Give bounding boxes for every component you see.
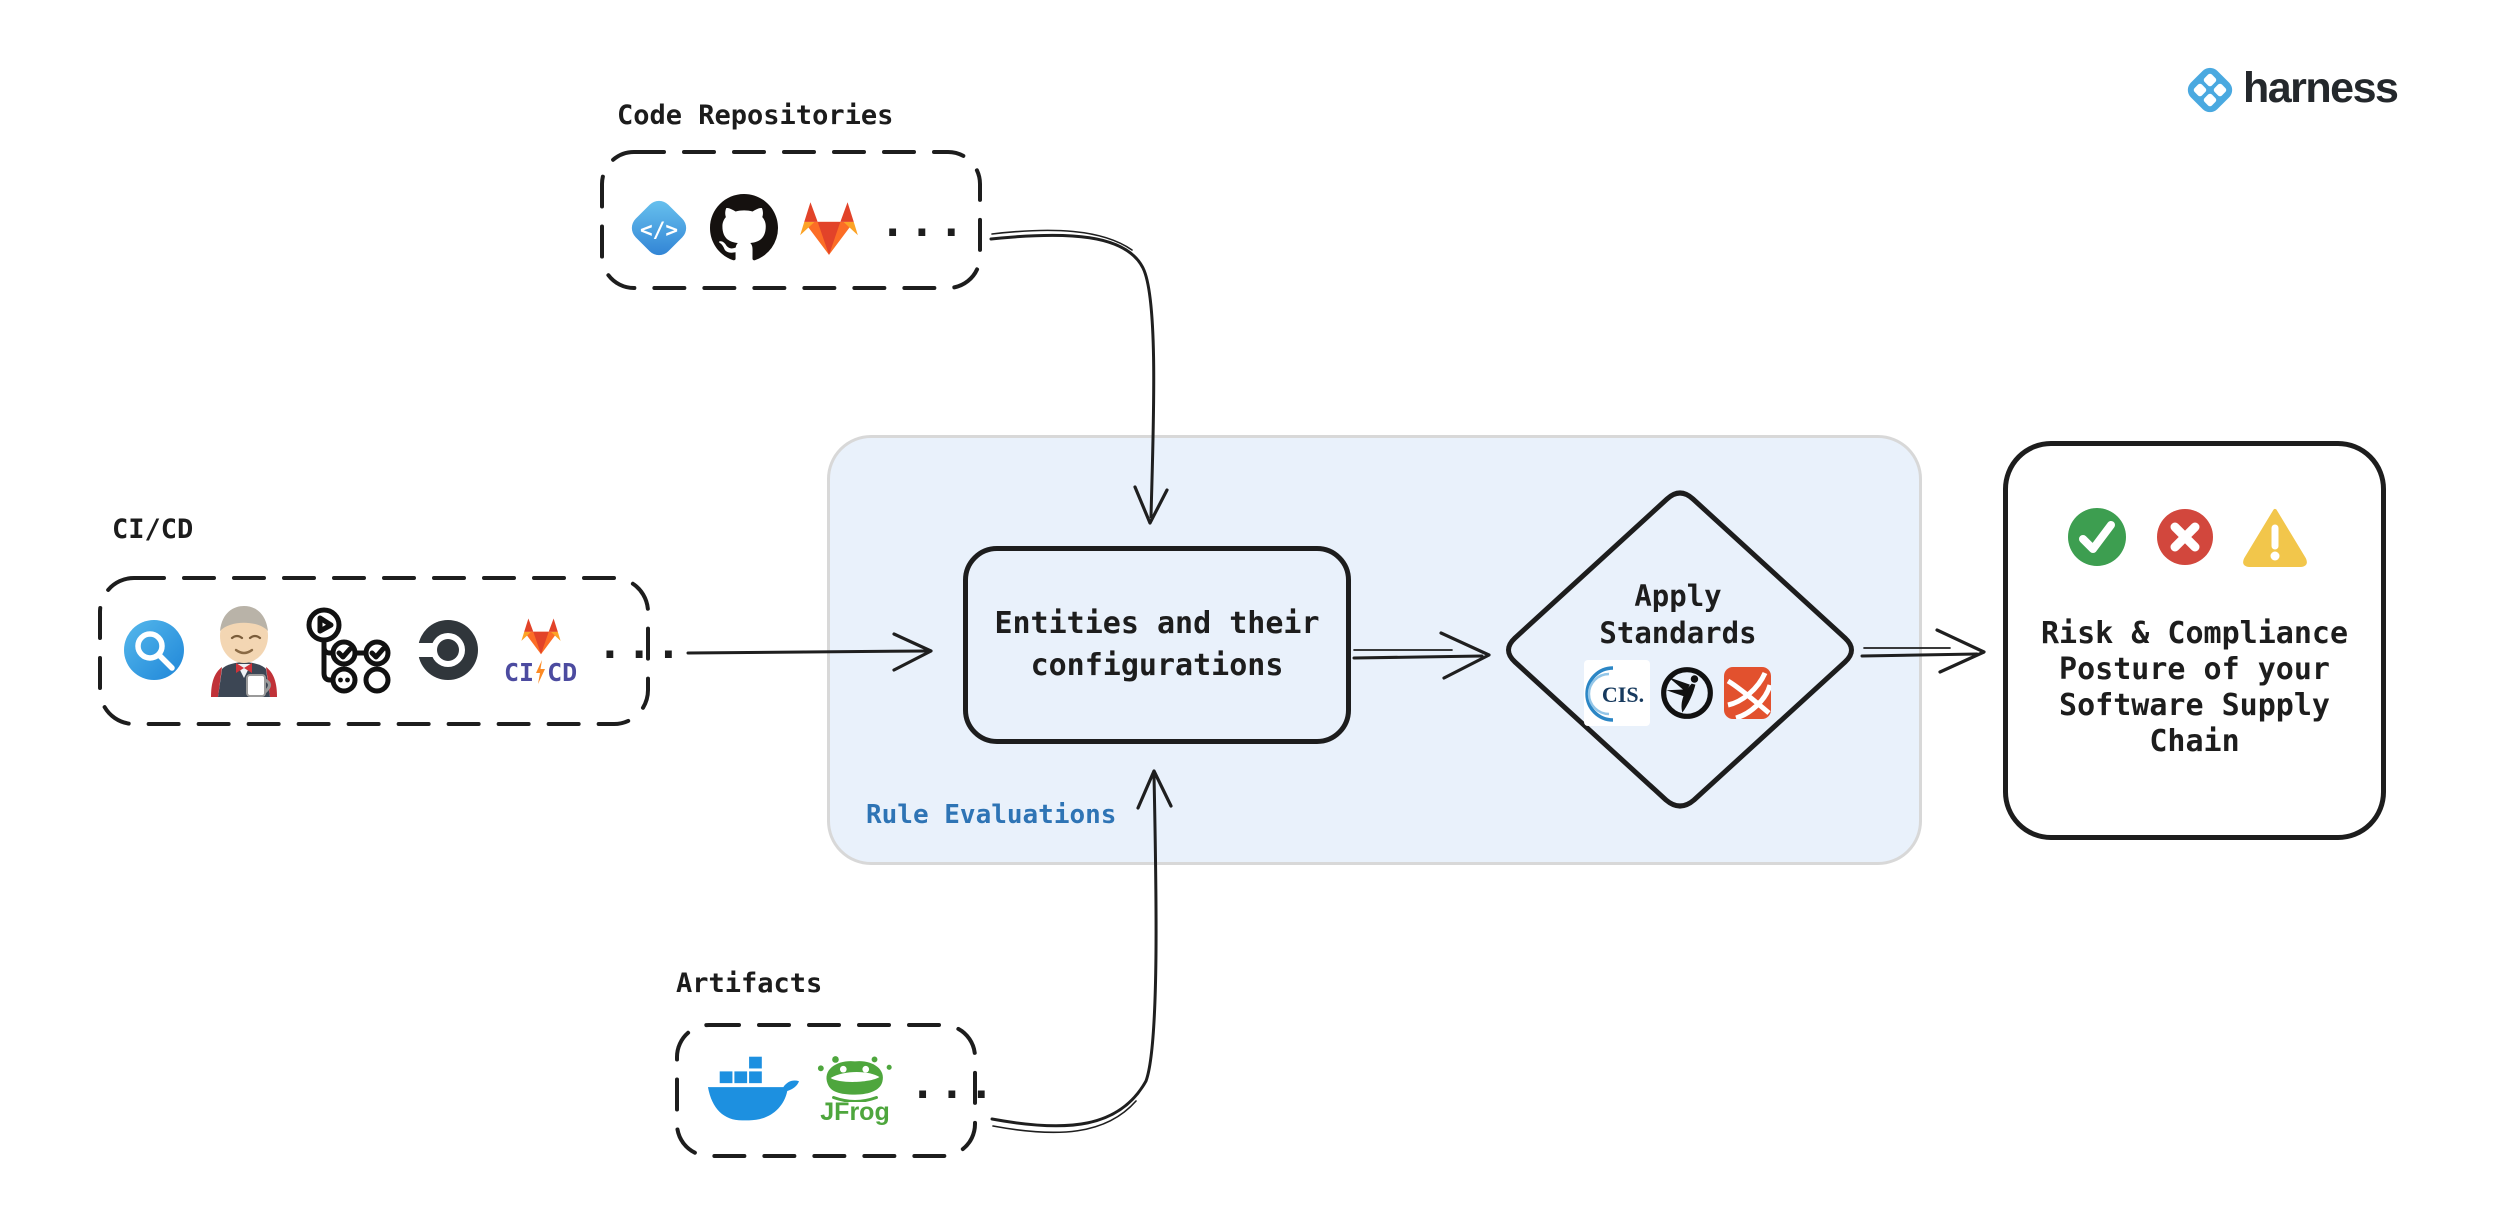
arrow-cicd-to-entities [686,632,933,672]
github-icon [710,194,778,262]
result-icon-row [2066,506,2308,568]
owasp-icon [1659,665,1715,721]
apply-standards-line2: Standards [1599,616,1757,650]
gitlab-cicd-icon: CI CD [504,615,577,685]
artifacts-ellipsis: ... [910,1059,998,1108]
gitlab-icon [796,196,862,260]
lightning-bolt-icon [536,660,546,684]
harness-ci-icon [122,618,186,682]
artifacts-label: Artifacts [676,968,823,999]
artifacts-box [675,1023,977,1158]
arrow-entities-to-diamond [1352,631,1491,680]
code-repositories-box [600,150,982,290]
svg-text:CIS.: CIS. [1602,682,1644,707]
cis-icon: CIS. [1584,660,1650,726]
code-repositories-icon-row: </> ... [626,194,968,262]
apply-standards-text: Apply Standards [1548,578,1808,652]
cicd-box [98,576,650,726]
warning-triangle-icon [2242,507,2308,567]
cicd-label: CI/CD [112,514,194,545]
entities-box: Entities and their configurations [963,546,1351,744]
harness-wordmark: harness [2243,63,2399,112]
risk-posture-box [2003,441,2386,840]
cicd-icon-row: CI CD ... [122,600,685,700]
gitlab-cd-text: CD [547,657,578,687]
arrow-diamond-to-result [1860,628,1986,674]
jfrog-label: JFrog [820,1097,890,1126]
artifacts-icon-row: JFrog ... [706,1044,998,1136]
jfrog-icon: JFrog [814,1055,896,1126]
entities-line1: Entities and their [994,606,1320,641]
risk-posture-line: Software Supply [2059,688,2330,723]
check-circle-icon [2066,506,2128,568]
standards-icon-row: CIS. [1584,660,1771,726]
github-actions-icon [302,605,392,695]
apply-standards-diamond [1506,490,1854,809]
code-repositories-ellipsis: ... [880,197,968,246]
risk-posture-line: Risk & Compliance [2040,616,2349,651]
svg-text:</>: </> [640,218,678,242]
circleci-icon [412,614,484,686]
apply-standards-line1: Apply [1634,579,1722,613]
risk-posture-line: Chain [2149,724,2240,759]
risk-posture-line: Posture of your [2059,652,2330,687]
code-repositories-label: Code Repositories [617,100,894,131]
gitlab-ci-text: CI [504,657,535,687]
harness-code-icon: </> [626,195,692,261]
docker-icon [706,1054,800,1126]
cicd-ellipsis: ... [597,619,686,668]
orange-ribbon-icon [1724,667,1771,719]
x-circle-icon [2155,507,2215,567]
harness-logo-icon [2184,64,2236,116]
entities-line2: configurations [1030,648,1284,683]
risk-posture-text: Risk & Compliance Posture of your Softwa… [2016,616,2373,760]
harness-logo: harness [2184,63,2399,116]
arrow-code-to-entities [989,229,1169,525]
rule-evaluations-label: Rule Evaluations [866,800,1117,830]
arrow-artifacts-to-entities [990,769,1173,1134]
jenkins-icon [206,603,282,697]
